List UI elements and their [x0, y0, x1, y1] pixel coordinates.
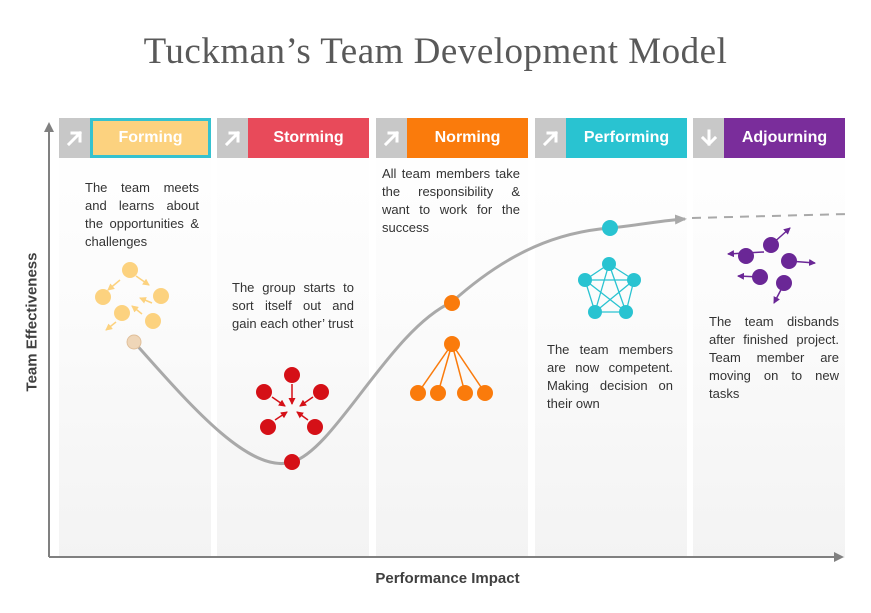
- stage-label-adjourning: Adjourning: [724, 118, 845, 158]
- x-axis-label: Performance Impact: [375, 570, 520, 587]
- stage-description-adjourning: The team disbands after finished project…: [709, 314, 839, 401]
- y-axis-label: Team Effectiveness: [23, 252, 41, 392]
- stage-description-norming: All team members take the responsibility…: [382, 166, 520, 235]
- stage-header-forming: Forming: [59, 118, 211, 158]
- stage-header-adjourning: Adjourning: [693, 118, 845, 158]
- page-title: Tuckman’s Team Development Model: [143, 31, 728, 72]
- curve-point-forming: [126, 334, 142, 350]
- stage-column-storming: [217, 118, 369, 558]
- stage-label-forming: Forming: [90, 118, 211, 158]
- curve-point-storming: [284, 454, 300, 470]
- curve-point-performing: [602, 220, 618, 236]
- curve-point-norming: [444, 295, 460, 311]
- stage-description-forming: The team meets and learns about the oppo…: [85, 180, 199, 249]
- stage-description-performing: The team members are now competent. Maki…: [547, 342, 673, 411]
- arrow-up-right-icon: [376, 118, 407, 158]
- stage-header-performing: Performing: [535, 118, 687, 158]
- stage-label-norming: Norming: [407, 118, 528, 158]
- performing-team-icon: [578, 257, 641, 319]
- adjourning-team-icon: [727, 227, 816, 304]
- effectiveness-curve: [132, 214, 687, 466]
- arrow-up-right-icon: [535, 118, 566, 158]
- stage-header-norming: Norming: [376, 118, 528, 158]
- arrow-down-icon: [693, 118, 724, 158]
- effectiveness-curve-projection: [691, 213, 849, 219]
- stage-header-storming: Storming: [217, 118, 369, 158]
- stage-column-performing: [535, 118, 687, 558]
- stage-label-performing: Performing: [566, 118, 687, 158]
- forming-team-icon: [95, 262, 169, 331]
- arrow-up-right-icon: [59, 118, 90, 158]
- stage-label-storming: Storming: [248, 118, 369, 158]
- norming-team-icon: [410, 336, 493, 401]
- stage-description-storming: The group starts to sort itself out and …: [232, 280, 354, 331]
- storming-team-icon: [256, 367, 329, 435]
- stage-column-adjourning: [693, 118, 845, 558]
- arrow-up-right-icon: [217, 118, 248, 158]
